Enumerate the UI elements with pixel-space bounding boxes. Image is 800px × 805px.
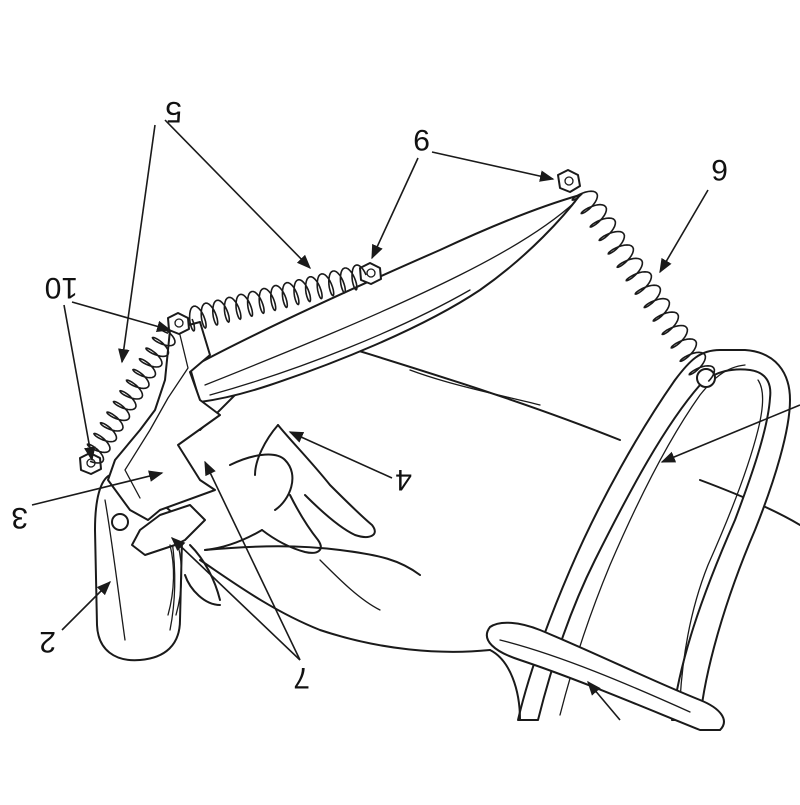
callout-labels: 5 9 6 10 3 4 7 2: [11, 95, 728, 694]
spring-bracelet: [571, 190, 716, 383]
nut-mid: [359, 262, 382, 285]
nut-top: [557, 169, 581, 193]
nut-bracelet: [696, 368, 716, 388]
callout-9: 9: [413, 123, 430, 156]
callout-5: 5: [165, 95, 182, 128]
callout-4: 4: [395, 463, 412, 496]
forearm: [339, 344, 800, 526]
lower-strap: [485, 621, 725, 731]
springs: [86, 190, 716, 464]
nut-left-top: [167, 312, 190, 335]
hand: [184, 344, 541, 721]
callout-10: 10: [45, 271, 78, 304]
callout-6: 6: [711, 153, 728, 186]
callout-7: 7: [293, 661, 310, 694]
blade: [189, 194, 581, 403]
callout-3: 3: [11, 501, 28, 534]
callout-2: 2: [39, 625, 56, 658]
spring-left: [86, 325, 176, 464]
spring-upper: [188, 264, 367, 332]
leader-lines: [31, 119, 800, 721]
